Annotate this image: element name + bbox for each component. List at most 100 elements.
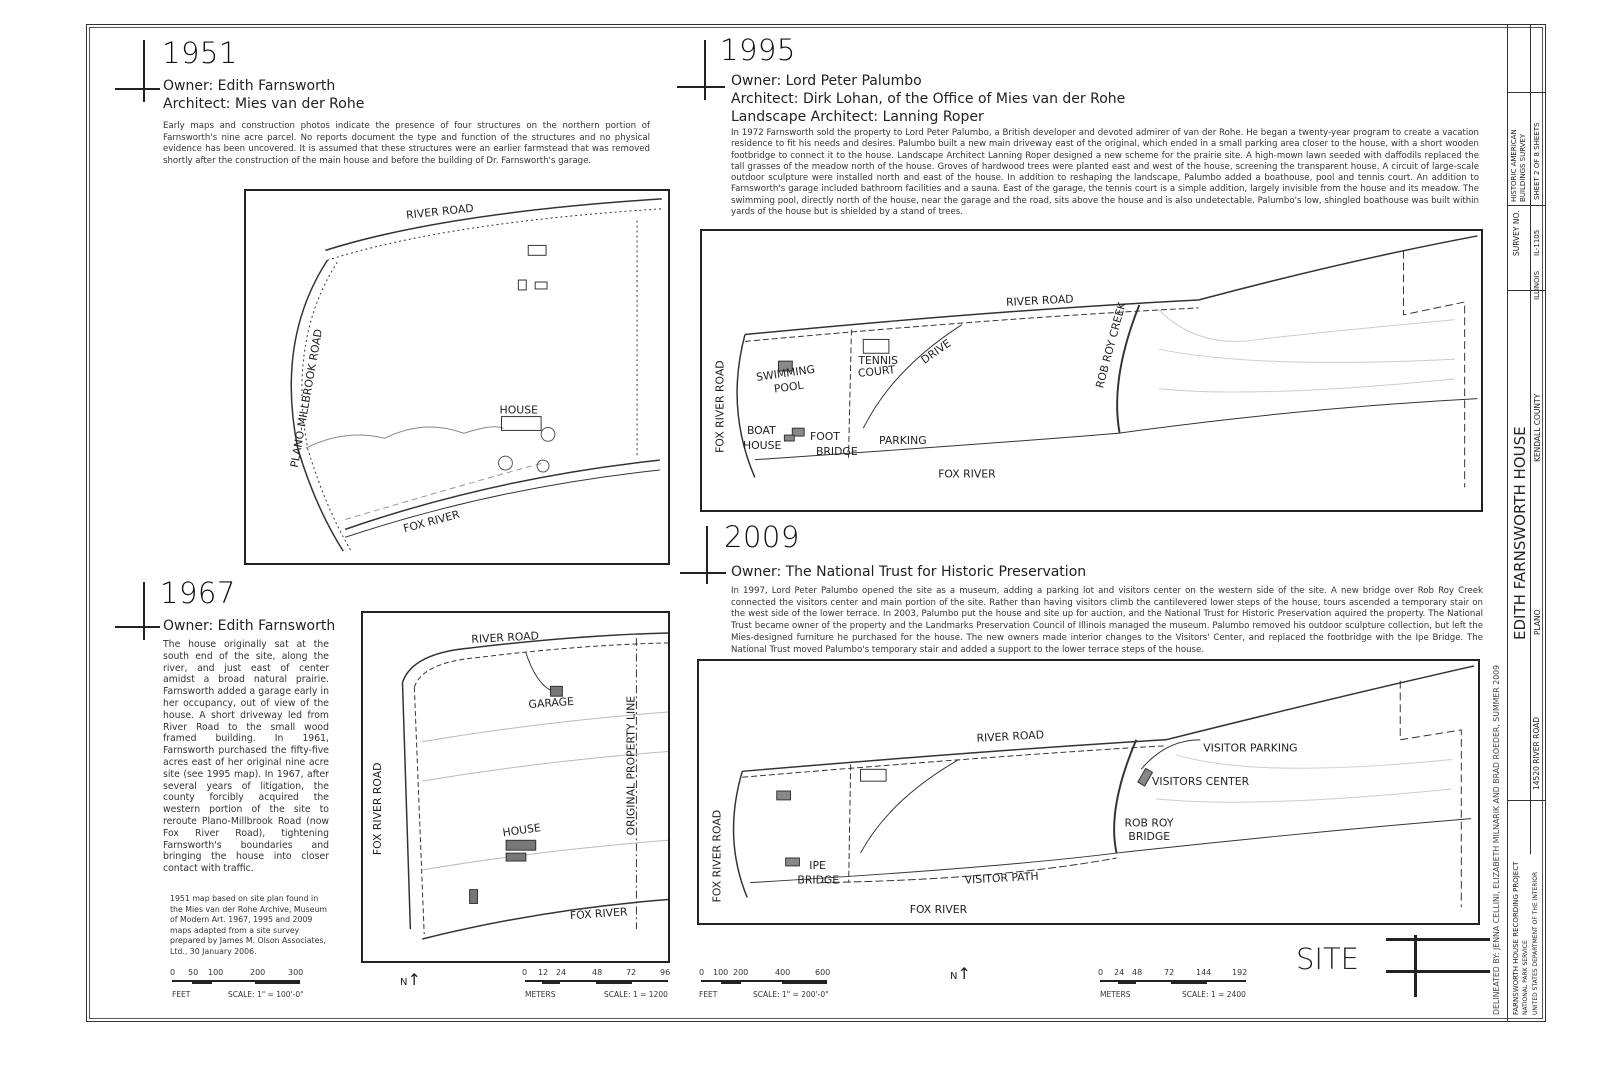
label-river-road: RIVER ROAD xyxy=(976,728,1044,745)
label-fox-river-road: FOX RIVER ROAD xyxy=(711,810,724,902)
scale-tick: 100 xyxy=(713,968,729,977)
label-ipe-bridge: BRIDGE xyxy=(797,874,839,887)
survey-no-label: SURVEY NO. xyxy=(1512,210,1521,256)
scale-ratio: SCALE: 1" = 100'-0" xyxy=(228,990,304,999)
label-drive: DRIVE xyxy=(919,337,954,367)
scale-ratio: SCALE: 1" = 200'-0" xyxy=(753,990,829,999)
scale-tick: 48 xyxy=(1132,968,1143,977)
label-court: COURT xyxy=(857,363,896,380)
scale-tick: 50 xyxy=(188,968,199,977)
year-1967-heading: 1967 xyxy=(160,576,236,610)
label-rob-roy-creek: ROB ROY CREEK xyxy=(1093,300,1129,390)
label-fox-river: FOX RIVER xyxy=(570,905,629,922)
map-source-note: 1951 map based on site plan found in the… xyxy=(170,894,327,956)
label-river-road: RIVER ROAD xyxy=(405,202,474,222)
state: ILLINOIS xyxy=(1533,270,1541,300)
site-label: SITE xyxy=(1296,942,1359,976)
scale-tick: 400 xyxy=(775,968,791,977)
label-fox-river-road: FOX RIVER ROAD xyxy=(371,763,384,856)
north-arrow-1: N↑ xyxy=(400,970,421,989)
scale-tick: 200 xyxy=(733,968,749,977)
scale-tick: 200 xyxy=(250,968,266,977)
sheet-number: SHEET 2 OF 8 SHEETS xyxy=(1533,122,1541,200)
year-1951-heading: 1951 xyxy=(162,36,238,70)
arrow-up-icon: ↑ xyxy=(957,964,971,983)
crosshair-mark xyxy=(1414,935,1417,997)
label-river-road: RIVER ROAD xyxy=(1006,292,1074,309)
county: KENDALL COUNTY xyxy=(1533,393,1542,462)
north-label: N xyxy=(950,971,958,982)
sheet-inner-border xyxy=(89,27,1543,1019)
scale-tick: 72 xyxy=(626,968,637,977)
survey-number: IL-1105 xyxy=(1533,229,1541,256)
scale-tick: 96 xyxy=(660,968,671,977)
description-1951: Early maps and construction photos indic… xyxy=(163,121,650,167)
label-fox-river: FOX RIVER xyxy=(938,467,996,480)
crosshair-mark xyxy=(704,40,706,100)
label-fox-river-road: FOX RIVER ROAD xyxy=(713,360,726,452)
label-house: HOUSE xyxy=(502,821,542,839)
description-1967: The house originally sat at the south en… xyxy=(163,639,329,875)
crosshair-mark xyxy=(677,86,725,88)
scale-tick: 24 xyxy=(556,968,567,977)
address: 14520 RIVER ROAD xyxy=(1532,716,1541,790)
label-fox-river: FOX RIVER xyxy=(910,903,968,916)
label-visitors-center: VISITORS CENTER xyxy=(1152,775,1250,788)
label-tennis: TENNIS xyxy=(857,354,898,367)
map-1951: RIVER ROAD PLANO-MILLBROOK ROAD HOUSE FO… xyxy=(244,189,670,565)
city: PLANO xyxy=(1533,609,1542,635)
scale-unit: METERS xyxy=(525,990,556,999)
label-pool: POOL xyxy=(773,379,804,396)
owner-2009: Owner: The National Trust for Historic P… xyxy=(731,564,1087,580)
label-boat: BOAT xyxy=(747,424,776,437)
north-arrow-2: N↑ xyxy=(950,964,971,983)
label-ipe: IPE xyxy=(809,859,826,872)
sheet-border xyxy=(86,24,1546,1022)
crosshair-mark xyxy=(680,572,726,574)
scale-unit: METERS xyxy=(1100,990,1131,999)
scale-tick: 192 xyxy=(1232,968,1248,977)
label-original-property-line: ORIGINAL PROPERTY LINE xyxy=(624,696,637,836)
scale-tick: 100 xyxy=(208,968,224,977)
map-2009: RIVER ROAD VISITOR PARKING VISITORS CENT… xyxy=(697,659,1480,925)
crosshair-mark xyxy=(115,88,160,90)
scale-tick: 600 xyxy=(815,968,831,977)
label-footbridge: BRIDGE xyxy=(816,445,858,458)
scale-tick: 0 xyxy=(170,968,176,977)
owner-1967: Owner: Edith Farnsworth xyxy=(163,618,336,634)
north-label: N xyxy=(400,977,408,988)
scale-unit: FEET xyxy=(699,990,718,999)
scale-tick: 12 xyxy=(538,968,549,977)
scale-tick: 48 xyxy=(592,968,603,977)
drawing-title: EDITH FARNSWORTH HOUSE xyxy=(1511,426,1529,640)
owner-1951: Owner: Edith Farnsworth xyxy=(163,78,336,94)
scale-tick: 144 xyxy=(1196,968,1212,977)
label-visitor-path: VISITOR PATH xyxy=(964,870,1039,887)
scale-unit: FEET xyxy=(172,990,191,999)
scale-tick: 0 xyxy=(1098,968,1104,977)
description-2009: In 1997, Lord Peter Palumbo opened the s… xyxy=(731,586,1483,655)
map-1967: RIVER ROAD GARAGE FOX RIVER ROAD HOUSE O… xyxy=(361,611,670,963)
label-rob-roy-bridge: BRIDGE xyxy=(1128,830,1170,843)
crosshair-mark xyxy=(706,526,708,584)
crosshair-mark xyxy=(1386,938,1490,941)
arrow-up-icon: ↑ xyxy=(407,970,421,989)
label-garage: GARAGE xyxy=(528,695,574,711)
crosshair-mark xyxy=(143,582,145,640)
architect-1995: Architect: Dirk Lohan, of the Office of … xyxy=(731,91,1126,107)
scale-tick: 0 xyxy=(522,968,528,977)
scale-tick: 300 xyxy=(288,968,304,977)
map-1995: RIVER ROAD SWIMMING POOL TENNIS COURT DR… xyxy=(700,229,1483,512)
label-parking: PARKING xyxy=(879,434,927,447)
year-1995-heading: 1995 xyxy=(720,33,796,67)
scale-tick: 0 xyxy=(699,968,705,977)
description-1995: In 1972 Farnsworth sold the property to … xyxy=(731,128,1479,218)
crosshair-mark xyxy=(143,40,145,102)
label-foot: FOOT xyxy=(810,430,840,443)
label-river-road: RIVER ROAD xyxy=(471,629,539,646)
title-block xyxy=(1507,24,1546,1022)
project-name: FARNSWORTH HOUSE RECORDING PROJECT xyxy=(1512,861,1520,1015)
habs-label: HISTORIC AMERICAN BUILDINGS SURVEY xyxy=(1510,129,1527,202)
label-rob-roy: ROB ROY xyxy=(1124,816,1173,829)
year-2009-heading: 2009 xyxy=(724,520,800,554)
